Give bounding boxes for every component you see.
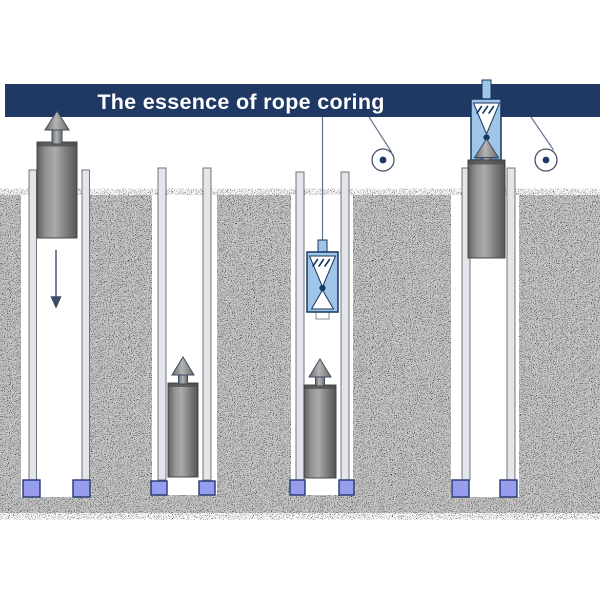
latch-pivot	[319, 284, 326, 292]
core-barrel	[167, 356, 199, 478]
overshot-lower-jaw	[310, 289, 335, 310]
borehole-2	[150, 167, 216, 496]
core-barrel-body	[36, 141, 78, 239]
drill-bit-right	[198, 480, 216, 496]
drill-bit-left	[289, 479, 306, 496]
overshot-funnel	[472, 102, 501, 136]
casing-wall-left	[28, 169, 37, 481]
casing-wall-right	[81, 169, 90, 481]
pulley-axle	[542, 156, 550, 164]
core-barrel-body	[167, 382, 199, 478]
spearhead-icon	[308, 358, 332, 387]
drill-bit-left	[22, 479, 41, 498]
spearhead-icon	[44, 110, 70, 145]
core-barrel	[467, 138, 506, 259]
borehole-1	[22, 110, 91, 498]
core-barrel-cap	[304, 385, 336, 389]
core-barrel-body	[303, 384, 337, 479]
core-barrel	[36, 110, 78, 239]
overshot-funnel	[308, 255, 337, 289]
pulley-axle	[379, 156, 387, 164]
core-barrel-cap	[468, 160, 505, 165]
casing-wall-left	[157, 167, 167, 481]
pulley-left	[368, 116, 395, 172]
casing-wall-left	[295, 171, 305, 481]
overshot-tool	[306, 239, 339, 320]
core-barrel-cap	[168, 383, 198, 387]
casing-wall-right	[506, 167, 516, 481]
descend-arrow-icon	[50, 250, 62, 309]
borehole-4	[451, 79, 518, 498]
pulley-rope	[368, 116, 393, 153]
pulley-rope	[530, 116, 554, 151]
overshot-rope-socket	[317, 239, 328, 254]
core-barrel	[303, 358, 337, 479]
casing-wall-right	[340, 171, 350, 481]
pulley-right	[530, 116, 558, 172]
drill-bit-right	[338, 479, 355, 496]
core-barrel-body	[467, 159, 506, 259]
drill-bit-right	[499, 479, 518, 498]
drill-bit-right	[72, 479, 91, 498]
latch-pivot	[483, 134, 490, 141]
borehole-3	[289, 117, 355, 496]
casing-wall-right	[202, 167, 212, 481]
drill-bit-left	[150, 480, 168, 496]
page-title: The essence of rope coring	[97, 90, 384, 114]
drill-bit-left	[451, 479, 470, 498]
overshot-rope-socket	[481, 79, 492, 102]
spearhead-icon	[171, 356, 195, 385]
